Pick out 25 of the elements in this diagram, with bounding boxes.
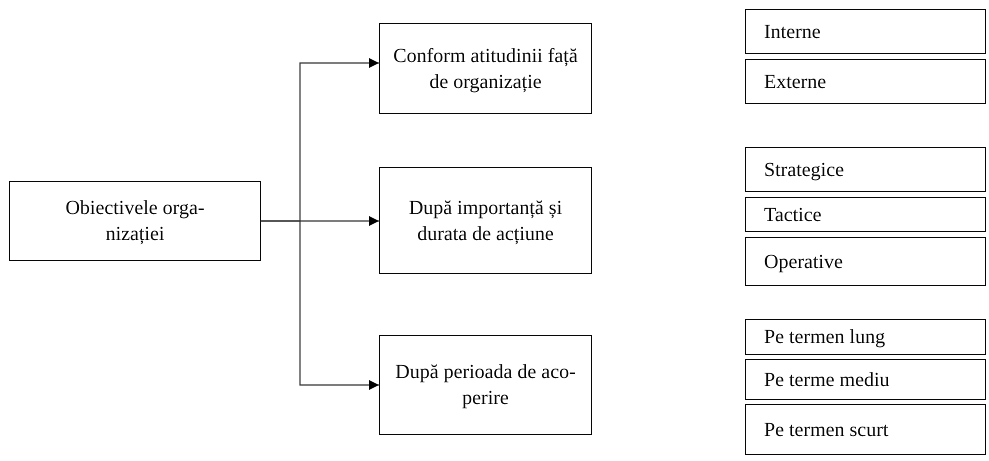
box-label: Pe termen lung: [764, 325, 886, 350]
category-box: [745, 9, 986, 54]
box-label: Strategice: [764, 158, 844, 182]
category-box: [745, 319, 986, 355]
process-box: [379, 23, 592, 114]
category-box: [745, 197, 986, 232]
category-box: [745, 147, 986, 192]
category-box: [745, 404, 986, 455]
box-label: Externe: [764, 70, 826, 94]
box-label: Interne: [764, 20, 821, 44]
box-label: Pe termen scurt: [764, 418, 888, 442]
box-label: Conform atitudinii față de organizație: [392, 44, 579, 94]
process-box: [379, 167, 592, 274]
arrow: [261, 220, 379, 390]
box-label: Pe terme mediu: [764, 368, 890, 392]
box-label: După perioada de aco- perire: [394, 360, 577, 411]
process-box: [9, 181, 261, 261]
category-box: [745, 237, 986, 286]
box-label: Obiectivele orga- nizației: [64, 196, 206, 247]
box-label: Operative: [764, 250, 843, 274]
box-label: Tactice: [764, 202, 822, 228]
process-box: [379, 335, 592, 435]
category-box: [745, 59, 986, 104]
box-label: După importanță și durata de acțiune: [408, 196, 564, 246]
category-box: [745, 359, 986, 400]
